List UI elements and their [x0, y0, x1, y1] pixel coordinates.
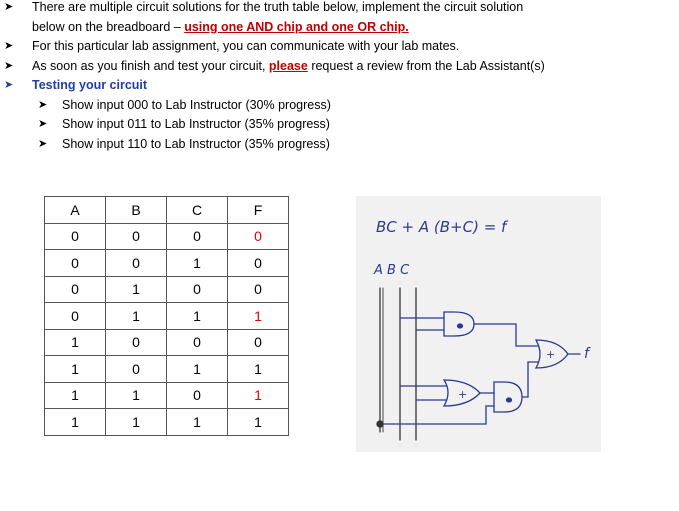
- arrow-bullet-icon: ➤: [4, 79, 14, 91]
- table-cell: 0: [44, 222, 106, 250]
- svg-text:+: +: [546, 348, 555, 361]
- arrow-bullet-icon: ➤: [4, 40, 14, 52]
- inputs-label: A B C: [373, 263, 410, 278]
- or-gate-icon: + f: [473, 323, 591, 398]
- table-cell: 1: [44, 328, 106, 356]
- testing-heading: Testing your circuit: [32, 78, 148, 92]
- sub-list-item: ➤ Show input 110 to Lab Instructor (35% …: [0, 135, 679, 155]
- emphasis-text: please: [268, 58, 308, 73]
- column-header: A: [44, 196, 106, 224]
- list-item-continuation: below on the breadboard – using one AND …: [32, 19, 409, 34]
- circuit-sketch-drawing: BC + A (B+C) = f A B C +: [373, 218, 591, 441]
- table-cell: 0: [44, 275, 106, 303]
- table-cell: 1: [105, 302, 167, 330]
- and-gate-icon: [376, 381, 523, 428]
- circuit-sketch: BC + A (B+C) = f A B C +: [356, 196, 601, 452]
- svg-text:+: +: [458, 388, 467, 401]
- table-cell: 0: [166, 381, 228, 409]
- table-cell: 1: [105, 275, 167, 303]
- arrow-bullet-icon: ➤: [38, 118, 48, 130]
- table-cell: 0: [105, 222, 167, 250]
- emphasis-text: using one AND chip and one OR chip.: [184, 19, 409, 34]
- instruction-list: ➤ There are multiple circuit solutions f…: [0, 0, 679, 154]
- table-header-row: A B C F: [44, 196, 289, 224]
- list-item: ➤ As soon as you finish and test your ci…: [0, 57, 679, 77]
- table-cell-output: 1: [227, 302, 289, 330]
- arrow-bullet-icon: ➤: [38, 137, 48, 150]
- table-cell: 1: [44, 408, 106, 436]
- and-gate-icon: [399, 311, 475, 337]
- table-cell: 0: [105, 328, 167, 356]
- column-header: C: [166, 196, 228, 224]
- list-item: ➤ For this particular lab assignment, yo…: [0, 37, 679, 57]
- list-item: ➤ There are multiple circuit solutions f…: [0, 0, 679, 18]
- table-cell: 1: [105, 381, 167, 409]
- table-cell: 1: [44, 381, 106, 409]
- table-cell: 1: [44, 355, 106, 383]
- sub-list-item: ➤ Show input 000 to Lab Instructor (30% …: [0, 96, 679, 116]
- arrow-bullet-icon: ➤: [4, 1, 14, 13]
- input-wires: [379, 287, 417, 441]
- list-item: ➤ Testing your circuit: [0, 76, 679, 96]
- table-cell-output: 1: [227, 408, 289, 436]
- table-cell: 0: [44, 249, 106, 277]
- arrow-bullet-icon: ➤: [4, 59, 14, 72]
- table-cell-output: 0: [227, 249, 289, 277]
- column-header: F: [227, 196, 289, 224]
- table-cell: 1: [105, 408, 167, 436]
- table-cell: 0: [105, 249, 167, 277]
- table-cell-output: 0: [227, 275, 289, 303]
- arrow-bullet-icon: ➤: [38, 98, 48, 111]
- table-cell: 0: [166, 328, 228, 356]
- table-cell-output: 0: [227, 222, 289, 250]
- table-cell: 0: [166, 275, 228, 303]
- column-header: B: [105, 196, 167, 224]
- table-cell: 0: [105, 355, 167, 383]
- table-cell: 0: [44, 302, 106, 330]
- table-cell: 1: [166, 408, 228, 436]
- output-label: f: [584, 346, 591, 362]
- table-cell-output: 1: [227, 381, 289, 409]
- table-cell: 1: [166, 249, 228, 277]
- sub-list-item: ➤ Show input 011 to Lab Instructor (35% …: [0, 115, 679, 135]
- or-gate-icon: +: [399, 379, 481, 407]
- table-cell-output: 1: [227, 355, 289, 383]
- table-cell-output: 0: [227, 328, 289, 356]
- expression-text: BC + A (B+C) = f: [376, 218, 509, 236]
- table-cell: 0: [166, 222, 228, 250]
- table-cell: 1: [166, 302, 228, 330]
- table-cell: 1: [166, 355, 228, 383]
